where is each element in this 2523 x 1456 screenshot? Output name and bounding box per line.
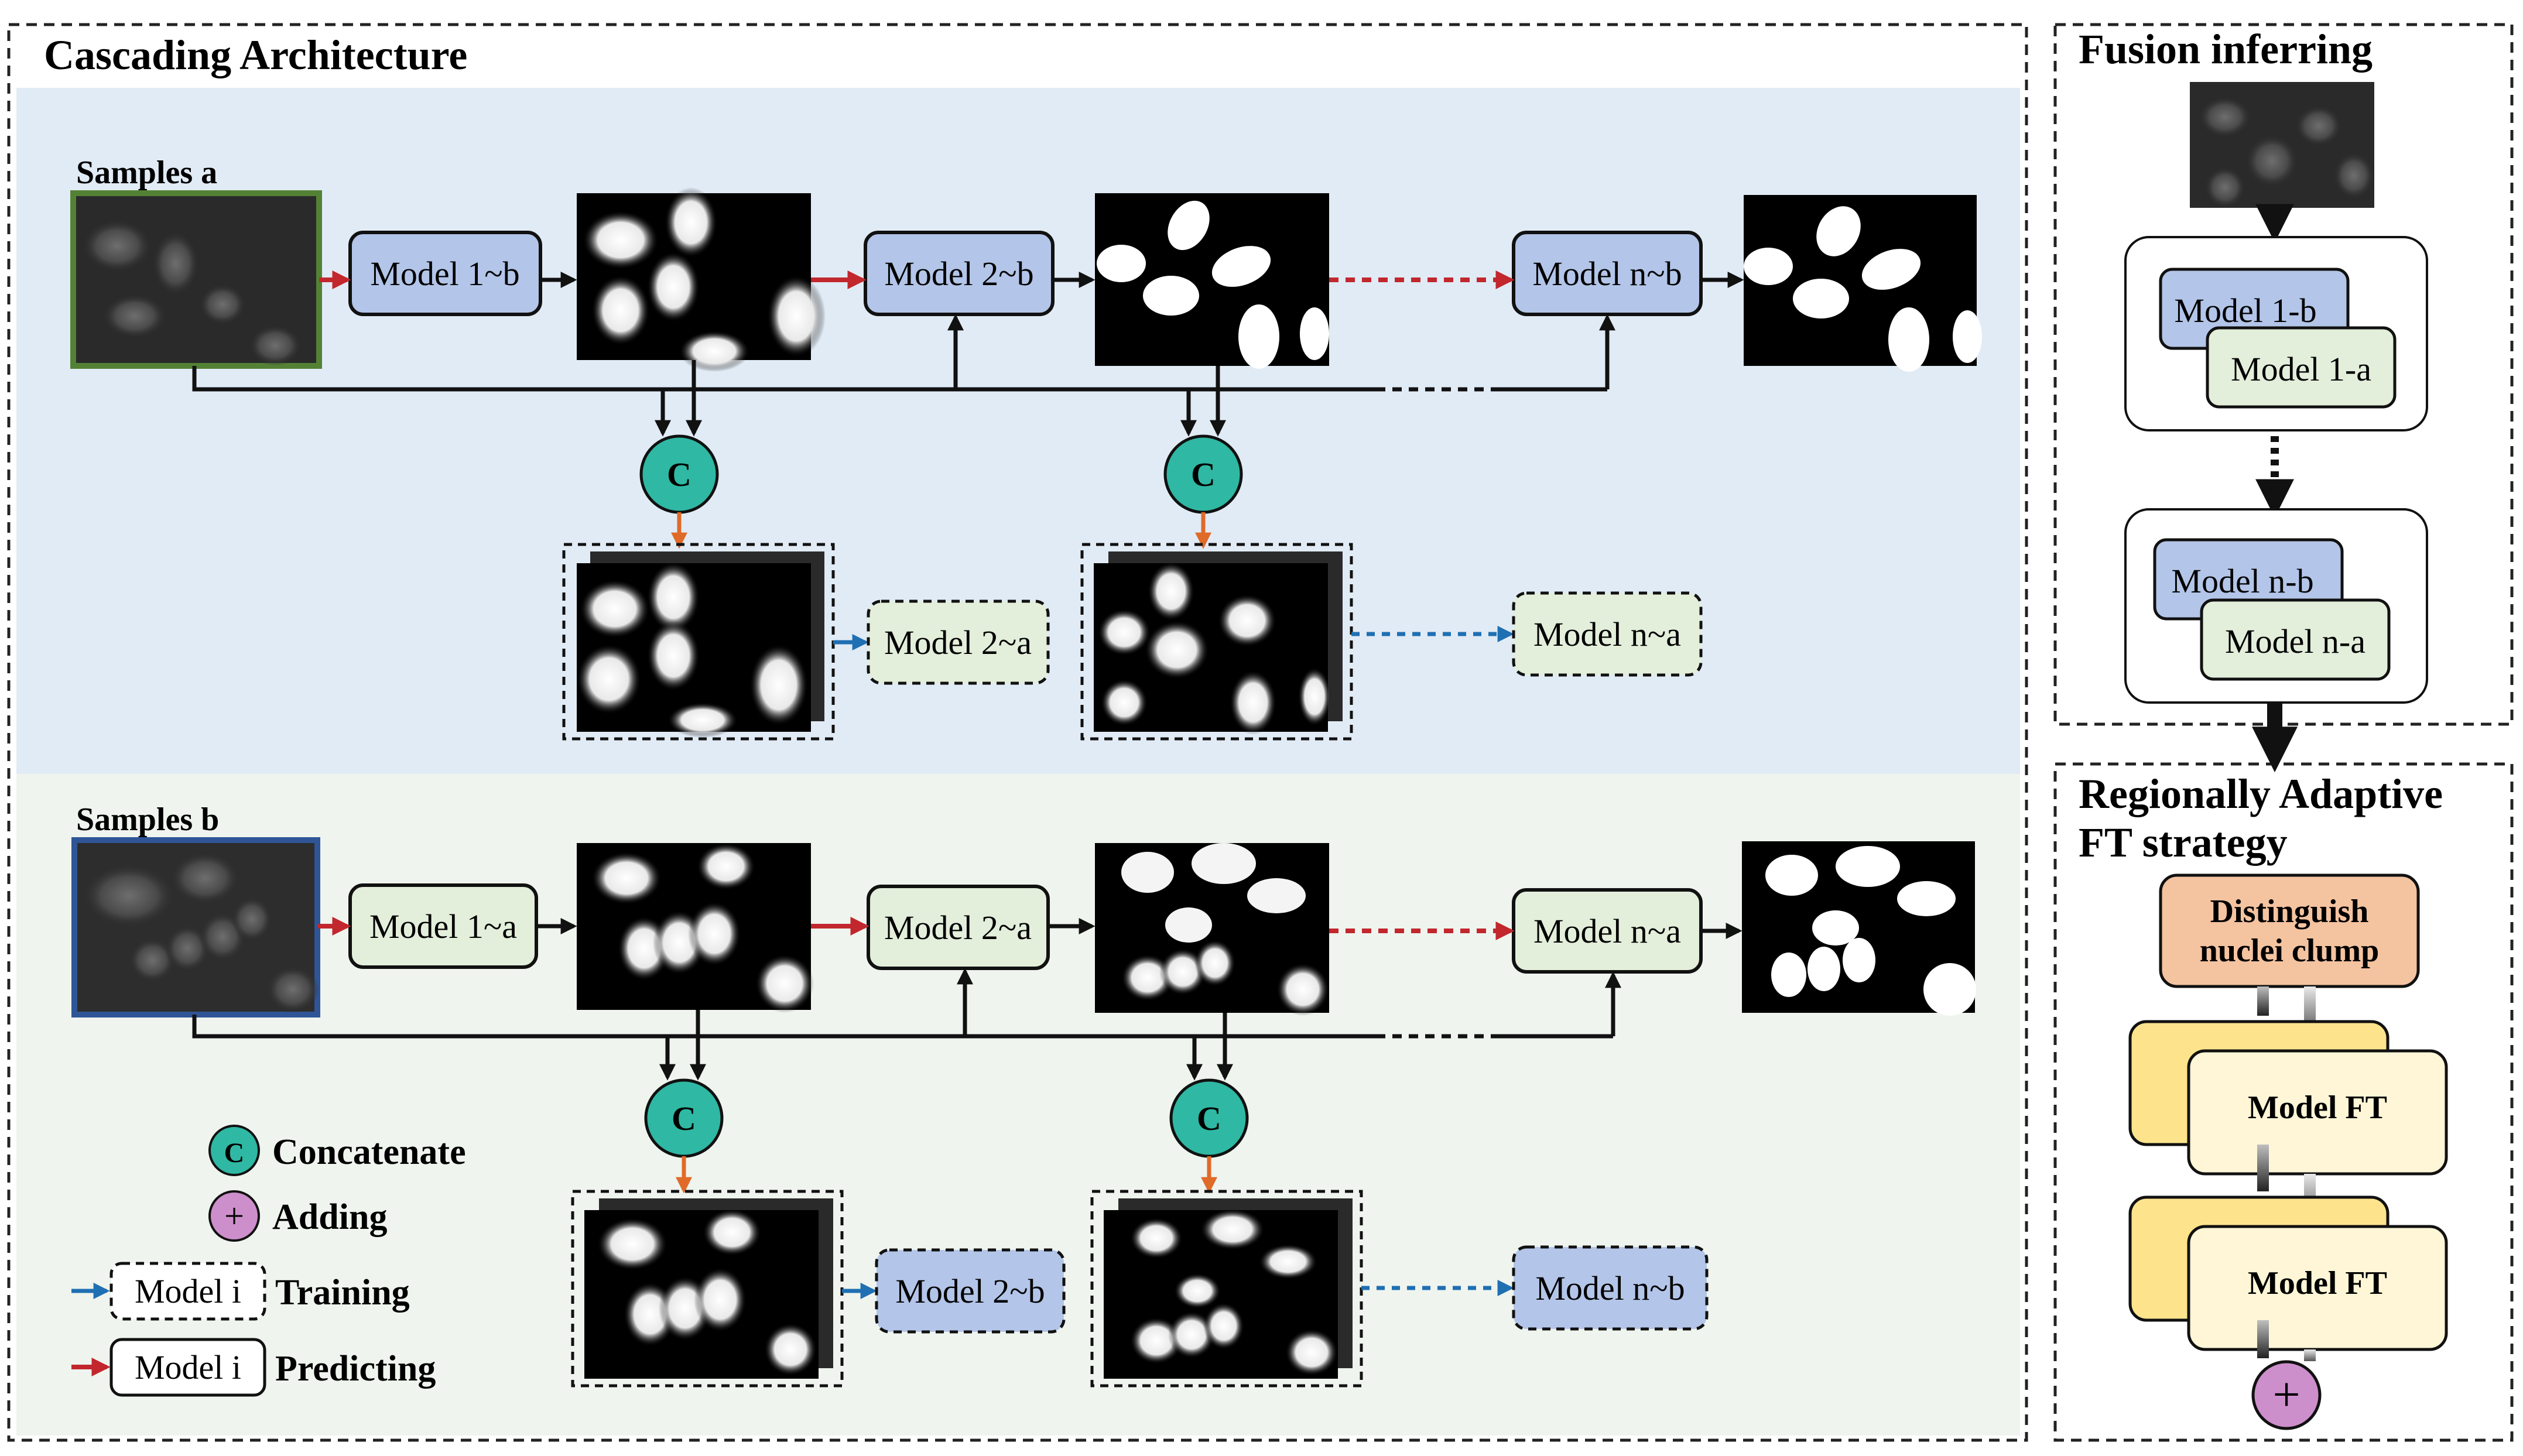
svg-text:C: C <box>1197 1099 1221 1138</box>
svg-text:Model n-b: Model n-b <box>2171 562 2313 600</box>
concat-stack-a2 <box>1080 543 1353 741</box>
plus-icon: + <box>2272 1368 2300 1422</box>
svg-text:Model i: Model i <box>135 1272 241 1310</box>
model-1-a-box: Model 1~a <box>348 883 538 969</box>
svg-text:Model n~b: Model n~b <box>1535 1269 1685 1307</box>
output-image-b1 <box>577 843 814 1013</box>
samples-b-input-image <box>71 837 320 1018</box>
svg-text:C: C <box>667 455 691 494</box>
svg-text:Model n~a: Model n~a <box>1533 912 1681 950</box>
svg-text:Model 1-a: Model 1-a <box>2231 350 2371 388</box>
fusion-group-2: Model n-b Model n-a <box>2124 508 2428 704</box>
model-ft-2-label: Model FT <box>2248 1265 2387 1301</box>
concat-circle-a1: C <box>639 434 719 514</box>
fusion-group-1: Model 1-b Model 1-a <box>2124 236 2428 431</box>
model-1-b-label: Model 1~b <box>370 255 519 293</box>
train-model-n-a-box: Model n~a <box>1512 591 1703 677</box>
cascading-title: Cascading Architecture <box>44 32 467 78</box>
ft-adding-circle: + <box>2251 1360 2322 1430</box>
output-image-a1 <box>577 187 826 372</box>
skip-lines-a <box>192 314 1615 437</box>
fusion-title: Fusion inferring <box>2079 26 2373 73</box>
output-image-a2 <box>1095 193 1329 369</box>
svg-text:Model 2~b: Model 2~b <box>895 1272 1045 1310</box>
legend-concatenate-label: Concatenate <box>272 1132 466 1172</box>
fusion-panel-frame <box>2053 23 2514 726</box>
model-n-a-box: Model n~a <box>1512 888 1703 974</box>
model-1-b-box: Model 1~b <box>348 231 542 316</box>
train-model-n-b-box: Model n~b <box>1512 1245 1709 1331</box>
svg-text:Model 1-b: Model 1-b <box>2174 292 2316 330</box>
samples-b-label: Samples b <box>76 801 219 838</box>
concat-stack-b1 <box>571 1190 844 1388</box>
legend-training-box: Model i <box>109 1262 266 1321</box>
legend-predicting-label: Predicting <box>275 1349 436 1389</box>
legend-predicting-box: Model i <box>109 1338 266 1397</box>
legend-concat-icon: C <box>208 1125 260 1176</box>
concat-circle-b2: C <box>1169 1078 1249 1158</box>
legend-adding-label: Adding <box>272 1197 387 1237</box>
svg-text:Model n-a: Model n-a <box>2225 622 2365 660</box>
model-2-a-box: Model 2~a <box>867 885 1050 970</box>
legend: C Concatenate + Adding Model i Training … <box>71 1125 466 1397</box>
model-ft-1-label: Model FT <box>2248 1090 2387 1126</box>
model-n-b-box: Model n~b <box>1512 231 1703 316</box>
concat-stack-a1 <box>562 543 835 741</box>
concat-circle-a2: C <box>1163 434 1243 514</box>
svg-text:Model 1~a: Model 1~a <box>369 907 517 945</box>
ft-stage-2: Model FT <box>2128 1195 2448 1351</box>
concat-circle-b1: C <box>644 1078 724 1158</box>
fusion-model-1-a-box: Model 1-a <box>2206 326 2397 409</box>
train-model-2-b-box: Model 2~b <box>875 1248 1066 1334</box>
output-image-b2 <box>1095 843 1329 1016</box>
ft-arrows-3 <box>2257 1320 2316 1361</box>
cascading-panel-frame <box>7 23 2028 1442</box>
ft-stage-1: Model FT <box>2128 1020 2448 1176</box>
samples-a-input-image <box>70 190 322 369</box>
svg-text:C: C <box>1191 455 1216 494</box>
svg-text:Model 2~a: Model 2~a <box>884 623 1032 662</box>
samples-a-label: Samples a <box>76 155 217 191</box>
ft-title-line1: Regionally Adaptive <box>2079 770 2443 817</box>
model-n-b-label: Model n~b <box>1532 255 1682 293</box>
fusion-model-n-a-box: Model n-a <box>2200 598 2391 681</box>
train-model-2-a-box: Model 2~a <box>867 599 1050 685</box>
svg-text:C: C <box>224 1138 245 1169</box>
skip-lines-b <box>192 968 1621 1081</box>
svg-text:Model i: Model i <box>135 1348 241 1386</box>
svg-text:Distinguish: Distinguish <box>2210 893 2369 930</box>
legend-training-label: Training <box>275 1273 410 1313</box>
svg-text:Model n~a: Model n~a <box>1533 615 1681 653</box>
model-2-b-label: Model 2~b <box>884 255 1033 293</box>
fusion-input-image <box>2190 82 2374 208</box>
output-image-an <box>1744 195 1982 372</box>
ft-title-line2: FT strategy <box>2079 819 2288 866</box>
distinguish-box: Distinguish nuclei clump <box>2159 873 2420 988</box>
legend-add-icon: + <box>208 1190 260 1242</box>
model-2-b-box: Model 2~b <box>864 231 1055 316</box>
concat-stack-b2 <box>1090 1190 1363 1388</box>
svg-text:nuclei clump: nuclei clump <box>2200 933 2379 969</box>
svg-text:Model 2~a: Model 2~a <box>884 909 1032 947</box>
svg-text:+: + <box>224 1197 244 1235</box>
svg-text:C: C <box>672 1099 696 1138</box>
output-image-bn <box>1742 841 1976 1016</box>
